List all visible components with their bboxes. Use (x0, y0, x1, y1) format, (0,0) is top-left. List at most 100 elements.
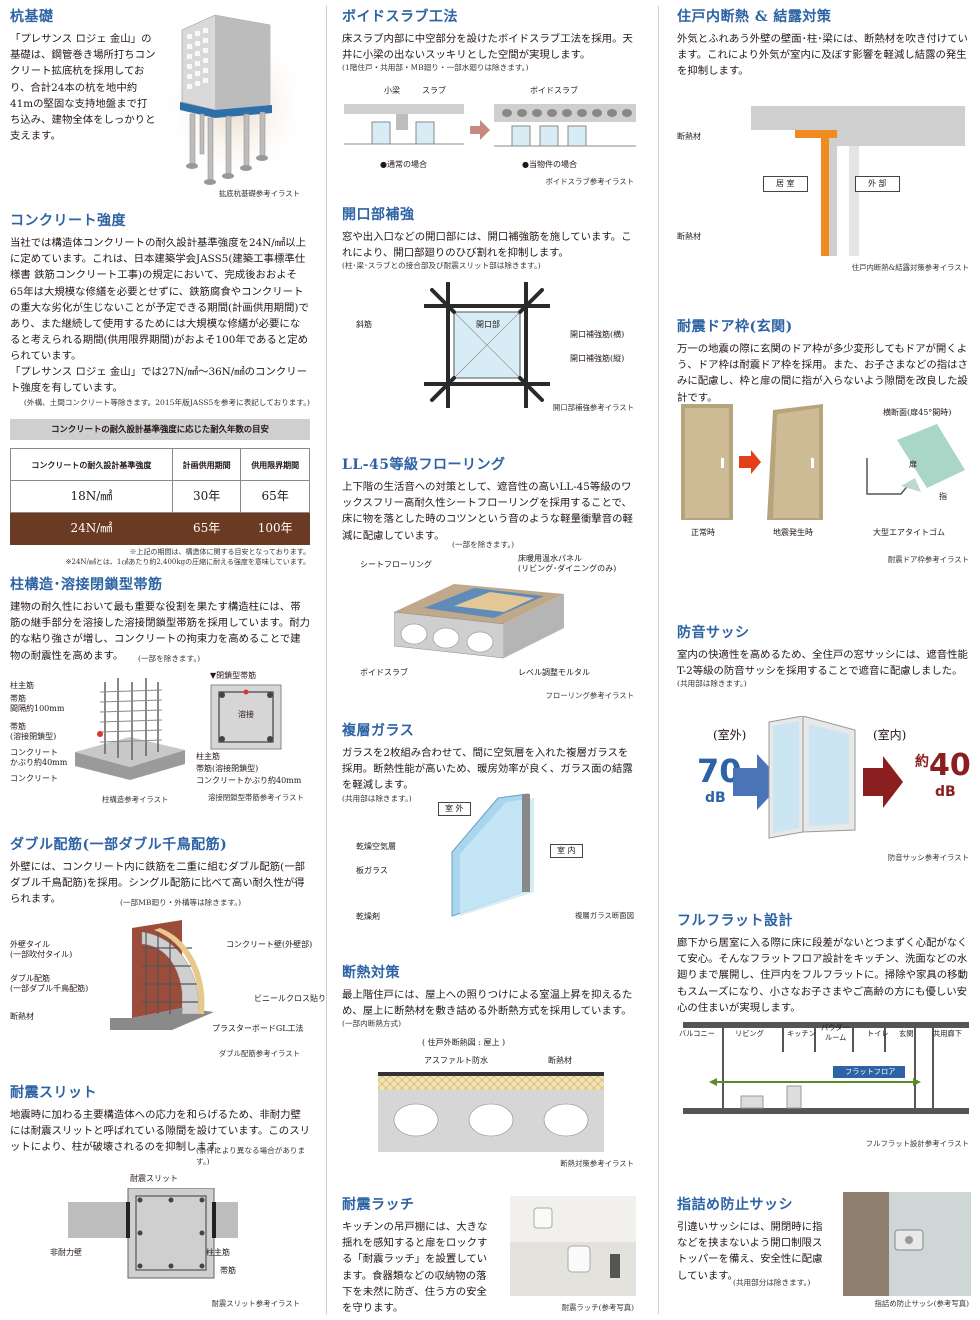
callout-label: ( 住戸外断熱図 : 屋上 ) (422, 1038, 506, 1047)
durability-table: コンクリートの耐久設計基準強度 計画供用期間 供用限界期間 18N/㎟ 30年 … (10, 448, 310, 546)
section-void-slab: ボイドスラブ工法 床スラブ内部に中空部分を設けたボイドスラブ工法を採用。天井に小… (342, 8, 638, 188)
photo-caption: 指詰め防止サッシ(参考写真) (874, 1299, 969, 1308)
callout-label: 断熱材 (548, 1056, 572, 1065)
callout-label: (溶接閉鎖型) (10, 732, 57, 741)
callout-label: ダブル配筋 (10, 974, 50, 983)
callout-label: 開口補強筋(縦) (570, 354, 625, 363)
section-title: 住戸内断熱 & 結露対策 (677, 9, 832, 25)
callout-label: 室 内 (550, 844, 583, 858)
section-title: 耐震ラッチ (342, 1197, 415, 1213)
section-double-rebar: ダブル配筋(一部ダブル千鳥配筋) 外壁には、コンクリート内に鉄筋を二重に組むダブ… (10, 836, 326, 1062)
section-body: 外壁には、コンクリート内に鉄筋を二重に組むダブル配筋(一部ダブル千鳥配筋)を採用… (10, 861, 305, 906)
door-frame-illustration (681, 404, 823, 520)
full-flat-section-illustration (683, 1022, 969, 1114)
callout-label: (室内) (873, 728, 907, 742)
callout-label: コンクリート (10, 748, 58, 757)
section-title: コンクリート強度 (10, 213, 126, 229)
callout-label: ●通常の場合 (380, 160, 427, 169)
section-note: (共用部は除きます。) (677, 679, 747, 689)
callout-label: コンクリート壁(外壁部) (226, 940, 313, 949)
section-title: ダブル配筋(一部ダブル千鳥配筋) (10, 837, 228, 853)
section-pile-foundation: 杭基礎 「プレサンス ロジェ 金山」の基礎は、鋼管巻き場所打ちコンクリート拡底杭… (10, 8, 310, 198)
column-divider (658, 6, 659, 1314)
section-body: 「プレサンス ロジェ 金山」の基礎は、鋼管巻き場所打ちコンクリート拡底杭を採用し… (10, 33, 156, 142)
section-seismic-door: 耐震ドア枠(玄関) 万一の地震の際に玄関のドア枠が多少変形してもドアが開くよう、… (677, 318, 971, 568)
sound-unit-indoor: dB (935, 784, 956, 800)
opening-reinforcement-illustration (424, 282, 550, 408)
photo-caption: 耐震ラッチ(参考写真) (561, 1303, 634, 1312)
flooring-layer-illustration (394, 584, 564, 659)
section-body: 上下階の生活音への対策として、遮音性の高いLL-45等級のワックスフリー高耐久性… (342, 481, 633, 542)
callout-label: 乾燥空気層 (356, 842, 396, 851)
room-label: ルーム (825, 1033, 847, 1042)
column-rebar-illustration (75, 678, 185, 780)
section-insulation: 断熱対策 最上階住戸には、屋上への照りつけによる室温上昇を抑えるため、屋上に断熱… (342, 964, 638, 1172)
illustration-caption: ボイドスラブ参考イラスト (545, 177, 634, 186)
footnote: ※24N/㎟とは、1㎠あたり約2,400kgの圧縮に耐える強度を意味しています。 (65, 557, 310, 566)
section-body: 室内の快適性を高めるため、全住戸の窓サッシには、遮音性能T-2等級の防音サッシを… (677, 649, 968, 678)
callout-label: 溶接 (238, 710, 254, 719)
section-body: 外気とふれあう外壁の壁面･柱･梁には、断熱材を吹き付けています。これにより外気が… (677, 33, 968, 78)
callout-label: 非耐力壁 (50, 1248, 82, 1257)
section-finger-safe-sash: 指詰め防止サッシ 引違いサッシには、開閉時に指などを挟まないよう開口制限ストッパ… (677, 1192, 971, 1316)
section-title: 複層ガラス (342, 723, 415, 739)
illustration-caption: 耐震ドア枠参考イラスト (887, 555, 969, 564)
section-body: 廊下から居室に入る際に床に段差がないとつまずく心配がなくて安心。そんなフラットフ… (677, 937, 968, 1014)
callout-label: 断熱材 (677, 132, 701, 141)
table-cell: 65年 (240, 480, 310, 514)
callout-label: 室 外 (438, 802, 471, 816)
section-title: 耐震スリット (10, 1085, 97, 1101)
double-glass-illustration (451, 793, 534, 917)
callout-label: シートフローリング (360, 560, 432, 569)
table-cell: 30年 (171, 480, 242, 514)
callout-label: 外 部 (855, 176, 900, 192)
callout-label: スラブ (422, 86, 446, 95)
callout-label: 柱主筋 (206, 1248, 230, 1257)
section-note: (一部内断熱方式) (342, 1019, 402, 1029)
callout-label: (室外) (713, 728, 747, 742)
pile-foundation-illustration (160, 14, 310, 185)
callout-label: 帯筋 (10, 694, 26, 703)
callout-label: 断熱材 (10, 1012, 34, 1021)
soundproof-sash-illustration (733, 716, 903, 839)
illustration-caption: フローリング参考イラスト (545, 691, 634, 700)
sound-value-indoor: 40 (929, 748, 971, 783)
callout-label: ▼閉鎖型帯筋 (210, 671, 257, 680)
sound-unit-outdoor: dB (705, 790, 726, 806)
callout-label: 開口部 (476, 320, 500, 329)
table-row: 24N/㎟ 65年 100年 (10, 512, 310, 546)
callout-label: 間隔約100mm (10, 704, 65, 713)
section-title: フルフラット設計 (677, 913, 793, 929)
section-title: ボイドスラブ工法 (342, 9, 458, 25)
illustration-caption: 柱構造参考イラスト (102, 795, 169, 804)
callout-label: 柱主筋 (196, 752, 220, 761)
callout-label: 床暖用温水パネル (518, 554, 582, 563)
illustration-caption: 住戸内断熱&結露対策参考イラスト (851, 263, 969, 272)
callout-label: 斜筋 (356, 320, 372, 329)
table-cell: 65年 (171, 512, 242, 546)
section-note: (一部を除きます。) (138, 654, 201, 663)
room-label: 共用廊下 (933, 1029, 962, 1038)
illustration-caption: 複層ガラス断面図 (575, 911, 634, 920)
sound-prefix-indoor: 約 (915, 754, 929, 770)
section-note: (共用部分は除きます。) (733, 1278, 811, 1287)
callout-label: 耐震スリット (130, 1174, 178, 1183)
callout-label: ボイドスラブ (530, 86, 578, 95)
section-body: 建物の耐久性において最も重要な役割を果たす構造柱には、帯筋の継手部分を溶接した溶… (10, 601, 310, 662)
callout-label: 板ガラス (356, 866, 388, 875)
callout-label: レベル調整モルタル (518, 668, 590, 677)
callout-label: かぶり約40mm (10, 758, 68, 767)
section-title: 防音サッシ (677, 625, 750, 641)
callout-label: プラスターボードGL工法 (212, 1024, 304, 1033)
illustration-caption: 溶接閉鎖型帯筋参考イラスト (208, 793, 304, 802)
table-cell: 18N/㎟ (10, 480, 173, 514)
section-double-glass: 複層ガラス ガラスを2枚組み合わせて、間に空気層を入れた複層ガラスを採用。断熱性… (342, 722, 638, 922)
room-label: トイレ (867, 1029, 889, 1038)
callout-label: 大型エアタイトゴム (873, 528, 945, 537)
callout-label: コンクリート (10, 774, 58, 783)
callout-label: 柱主筋 (10, 681, 34, 690)
illustration-caption: 耐震スリット参考イラスト (211, 1299, 300, 1308)
section-body: 引違いサッシには、開閉時に指などを挟まないよう開口制限ストッパーを備え、安全性に… (677, 1221, 823, 1282)
callout-label: ビニールクロス貼り (254, 994, 326, 1003)
